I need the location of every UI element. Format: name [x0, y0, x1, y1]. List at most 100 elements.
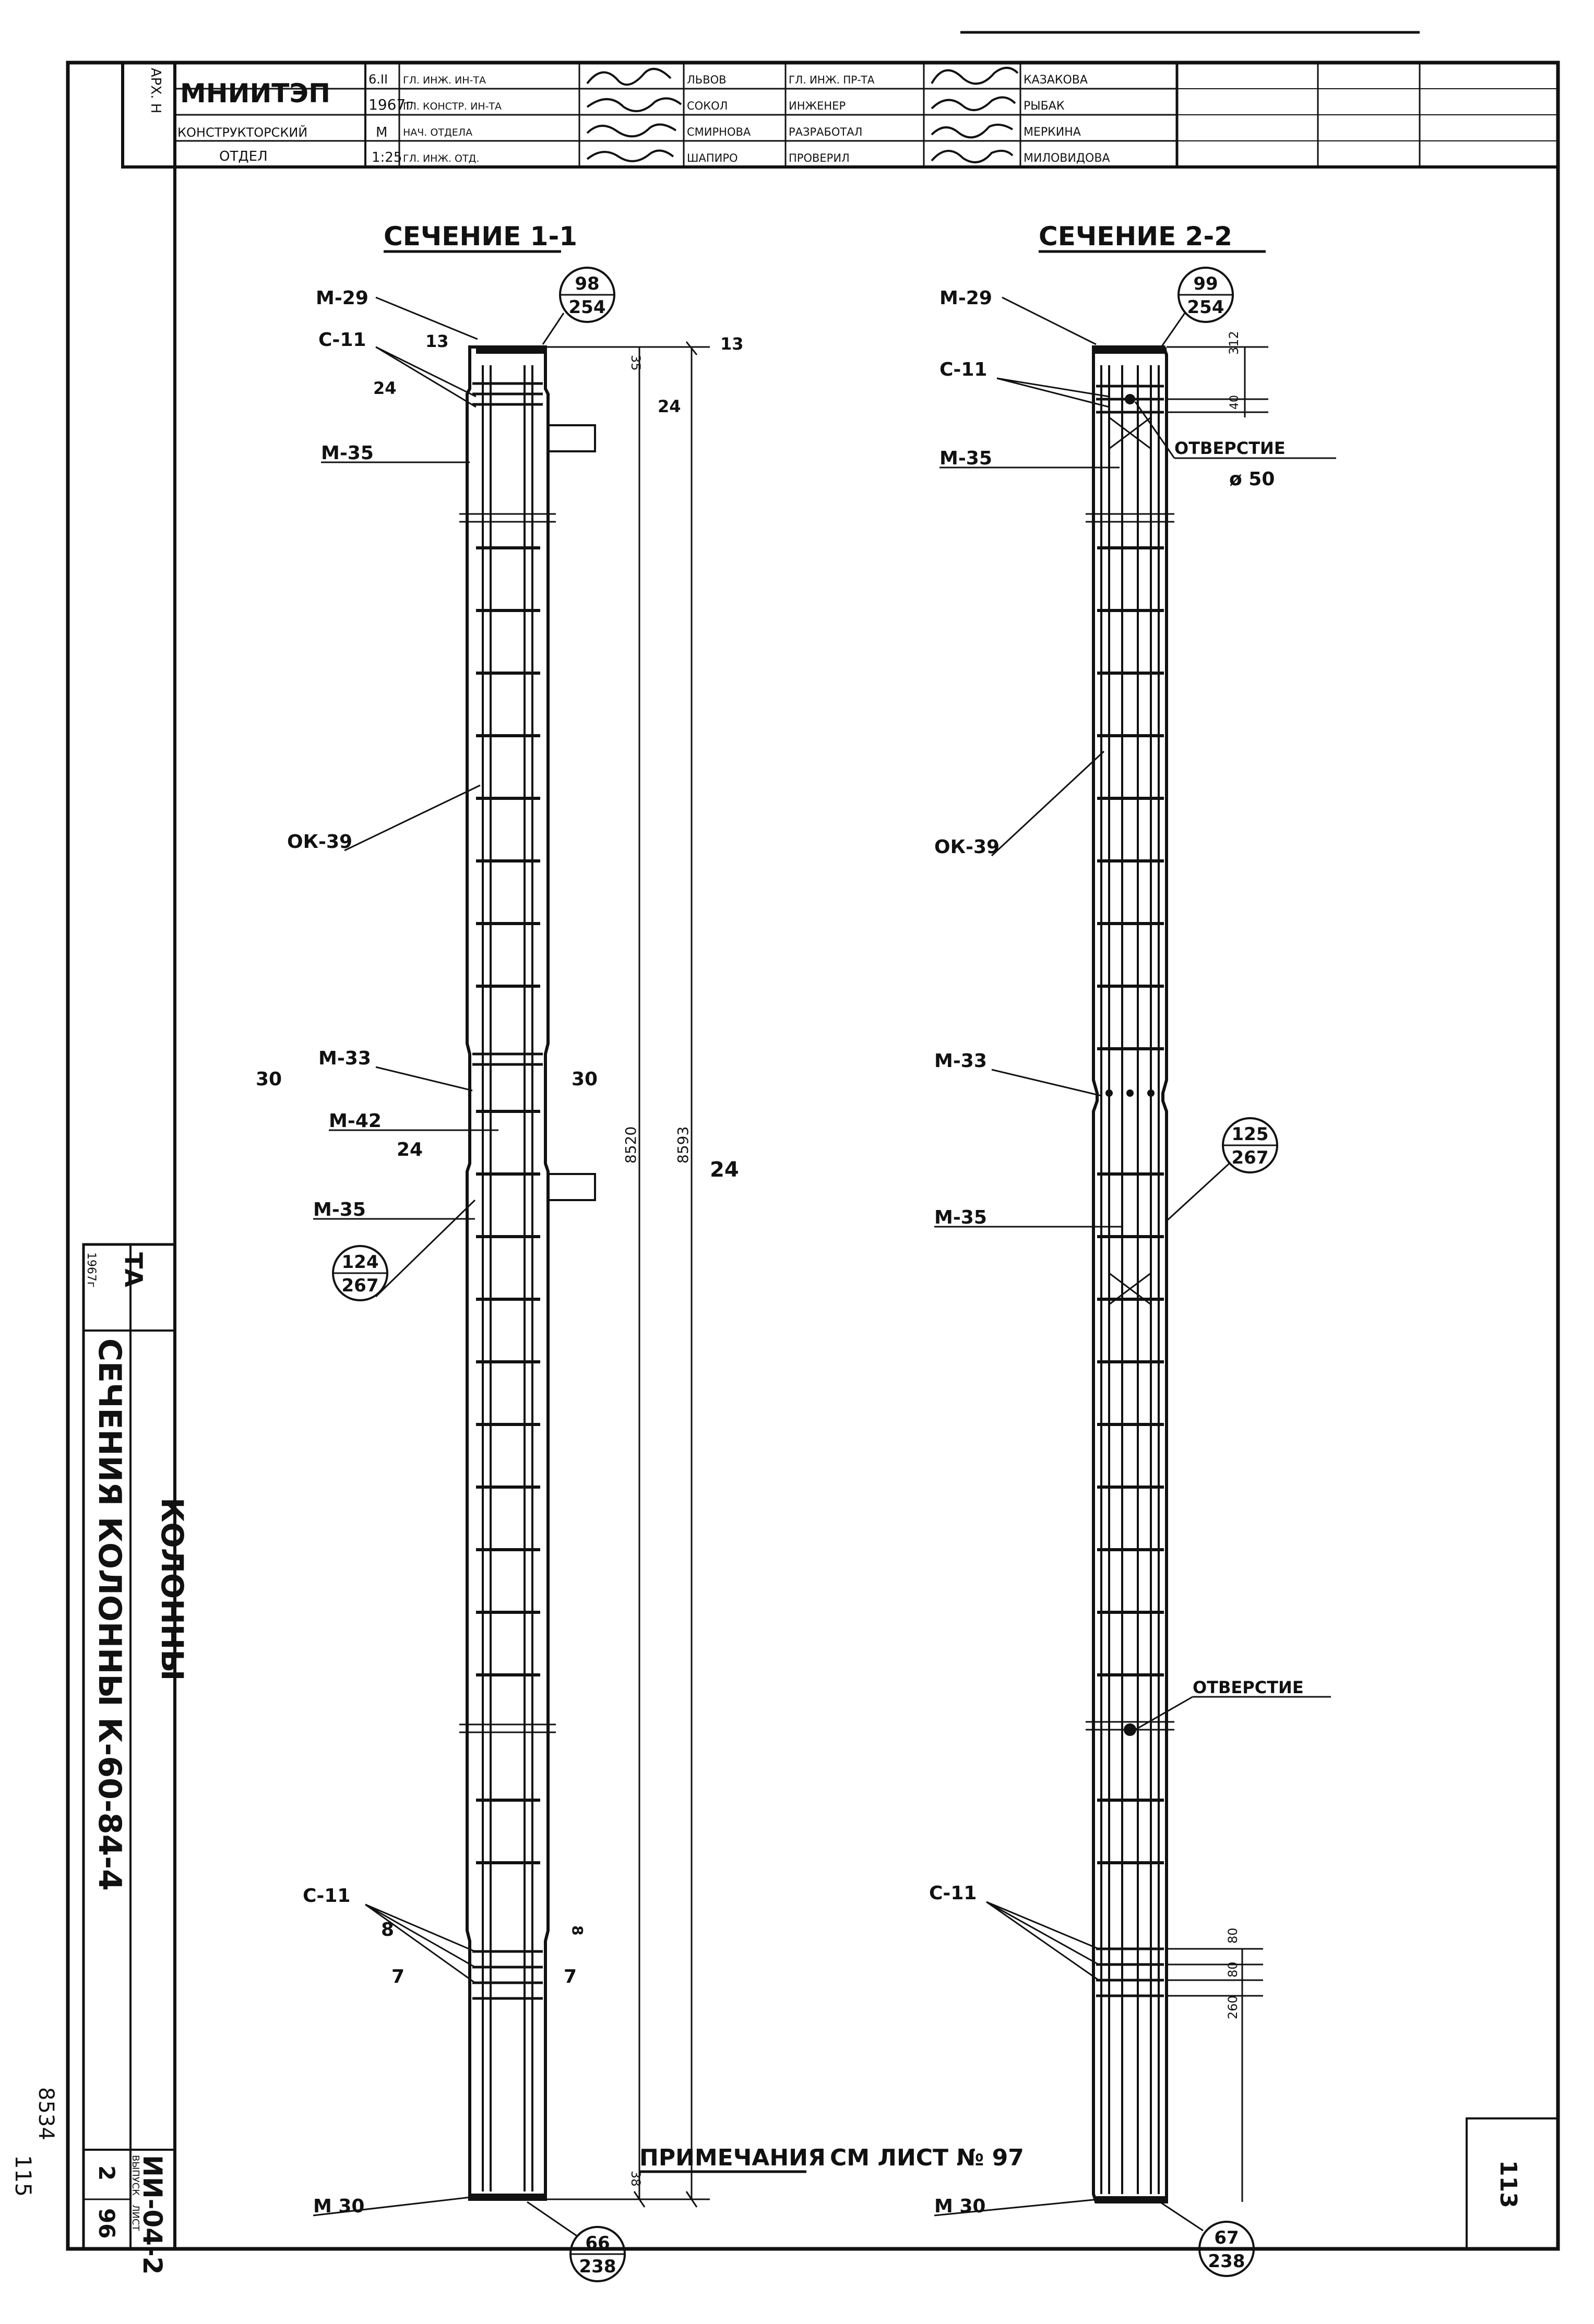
s2-bubble-bot: 67 238: [1161, 2202, 1255, 2277]
role2-1: ГЛ. ИНЖ. ПР-ТА: [789, 74, 875, 86]
section1-title: СЕЧЕНИЕ 1-1: [384, 221, 577, 251]
s2-label-m30: М 30: [934, 2196, 985, 2217]
notes-label: ПРИМЕЧАНИЯ: [639, 2145, 826, 2171]
side-ta: ТА: [120, 1252, 148, 1287]
s2-bubble-bot-upper: 67: [1214, 2227, 1239, 2248]
s1-dim-24d: 24: [710, 1158, 739, 1182]
s2-bubble-bot-lower: 238: [1208, 2251, 1245, 2272]
name2-3: МЕРКИНА: [1024, 126, 1081, 139]
archive-number-2: 115: [10, 2155, 36, 2197]
side-sheet-label: ЛИСТ: [130, 2205, 141, 2232]
s1-length-8593: 8593: [674, 1127, 692, 1164]
column-2-ties: [1097, 546, 1164, 1864]
s1-dim-8a: 8: [381, 1919, 394, 1940]
side-block: [82, 1243, 176, 2250]
s1-dim-13a: 13: [425, 331, 449, 351]
s1-bubble-bot: 66 238: [527, 2201, 626, 2282]
s1-label-m29: М-29: [316, 287, 368, 309]
side-code: ИИ-04-2: [137, 2155, 168, 2275]
title-block: [121, 61, 1560, 169]
s2-label-m33: М-33: [934, 1050, 987, 1072]
name2-2: РЫБАК: [1024, 100, 1065, 113]
s2-label-hole-dia: ø 50: [1229, 469, 1275, 490]
s1-bubble-mid-upper: 124: [342, 1252, 379, 1273]
s1-label-ok39: ОК-39: [287, 831, 352, 853]
s2-dim-40: 40: [1228, 395, 1241, 410]
s2-bubble-top: 99 254: [1160, 267, 1234, 348]
s1-dim-7b: 7: [564, 1966, 577, 1987]
s1-dim-8b: 8: [569, 1925, 586, 1935]
s2-label-c11-top: С-11: [939, 359, 987, 380]
role-4: ГЛ. ИНЖ. ОТД.: [403, 153, 479, 164]
section2-dimensions: [1167, 346, 1268, 2202]
s2-label-m35-mid: М-35: [934, 1207, 987, 1228]
s1-dim-30a: 30: [256, 1069, 282, 1090]
scale-label: М: [376, 125, 387, 140]
side-issue: 2: [94, 2165, 120, 2181]
s1-length-8520: 8520: [622, 1127, 639, 1164]
s1-bubble-bot-lower: 238: [579, 2256, 616, 2277]
s1-dim-35: 35: [628, 355, 643, 371]
scale-value: 1:25: [372, 150, 402, 165]
name-2: СОКОЛ: [687, 100, 728, 112]
name-3: СМИРНОВА: [687, 126, 751, 138]
s2-label-m29: М-29: [939, 287, 992, 309]
s1-dim-7a: 7: [391, 1966, 405, 1987]
s1-dim-24a: 24: [373, 378, 397, 398]
side-issue-label: ВЫПУСК: [130, 2155, 141, 2196]
s1-bubble-top-lower: 254: [569, 297, 606, 318]
department-line1: КОНСТРУКТОРСКИЙ: [177, 125, 307, 140]
s1-label-m35-mid: М-35: [313, 1199, 366, 1220]
s1-label-m30: М 30: [313, 2196, 364, 2217]
section1-dimensions: [545, 341, 710, 2208]
s2-bubble-mid-lower: 267: [1232, 1147, 1269, 1168]
s1-label-m35-top: М-35: [321, 442, 374, 464]
arch-label: АРХ. Н: [148, 68, 163, 113]
s1-label-c11-bot: С-11: [303, 1885, 350, 1907]
s2-dim-260: 260: [1226, 1995, 1240, 2019]
name2-1: КАЗАКОВА: [1024, 74, 1088, 87]
s2-dim-80a: 80: [1226, 1927, 1240, 1944]
role2-3: РАЗРАБОТАЛ: [789, 126, 862, 138]
s1-label-m33: М-33: [318, 1048, 371, 1069]
notes-reference: СМ ЛИСТ № 97: [830, 2145, 1024, 2171]
s1-dim-13b: 13: [720, 334, 744, 354]
s1-dim-24c: 24: [397, 1139, 423, 1160]
s1-label-c11-top: С-11: [318, 329, 366, 351]
s2-dim-80b: 80: [1226, 1961, 1240, 1978]
side-title: КОЛОННЫ: [154, 1498, 190, 1681]
date-block: 6.II: [368, 72, 388, 87]
s2-label-m35-top: М-35: [939, 448, 992, 469]
role-2: ГЛ. КОНСТР. ИН-ТА: [403, 101, 502, 112]
s1-dim-24b: 24: [658, 397, 681, 416]
s1-bubble-top: 98 254: [542, 267, 615, 345]
s2-bubble-top-upper: 99: [1193, 273, 1218, 294]
s2-label-c11-bot: С-11: [929, 1883, 977, 1904]
s1-bubble-bot-upper: 66: [585, 2233, 610, 2254]
s2-bubble-top-lower: 254: [1187, 297, 1224, 318]
institute-name: МНИИТЭП: [180, 78, 330, 109]
s2-label-ok39: ОК-39: [934, 836, 1000, 858]
name2-4: МИЛОВИДОВА: [1024, 152, 1110, 165]
s2-bubble-mid: 125 267: [1165, 1117, 1278, 1222]
page-number: 113: [1495, 2160, 1521, 2208]
column-1: [459, 345, 596, 2201]
role2-2: ИНЖЕНЕР: [789, 100, 846, 112]
column-2: [1086, 345, 1174, 2203]
side-year: 1967г: [85, 1252, 98, 1288]
archive-number-1: 8534: [34, 2087, 58, 2140]
department-line2: ОТДЕЛ: [219, 149, 268, 164]
year: 1967г: [368, 96, 413, 113]
s1-bubble-top-upper: 98: [575, 273, 599, 294]
s1-label-m42: М-42: [329, 1110, 382, 1132]
s1-bubble-mid-lower: 267: [342, 1275, 379, 1296]
section2-title: СЕЧЕНИЕ 2-2: [1039, 221, 1232, 251]
page-number-box: [1466, 2117, 1559, 2250]
signatures: [586, 67, 1019, 163]
name-4: ШАПИРО: [687, 152, 738, 164]
s1-bubble-mid: 124 267: [332, 1199, 476, 1301]
role2-4: ПРОВЕРИЛ: [789, 152, 850, 164]
s2-dim-312: 312: [1227, 331, 1241, 355]
side-subtitle: СЕЧЕНИЯ КОЛОННЫ К-60-84-4: [91, 1338, 128, 1891]
